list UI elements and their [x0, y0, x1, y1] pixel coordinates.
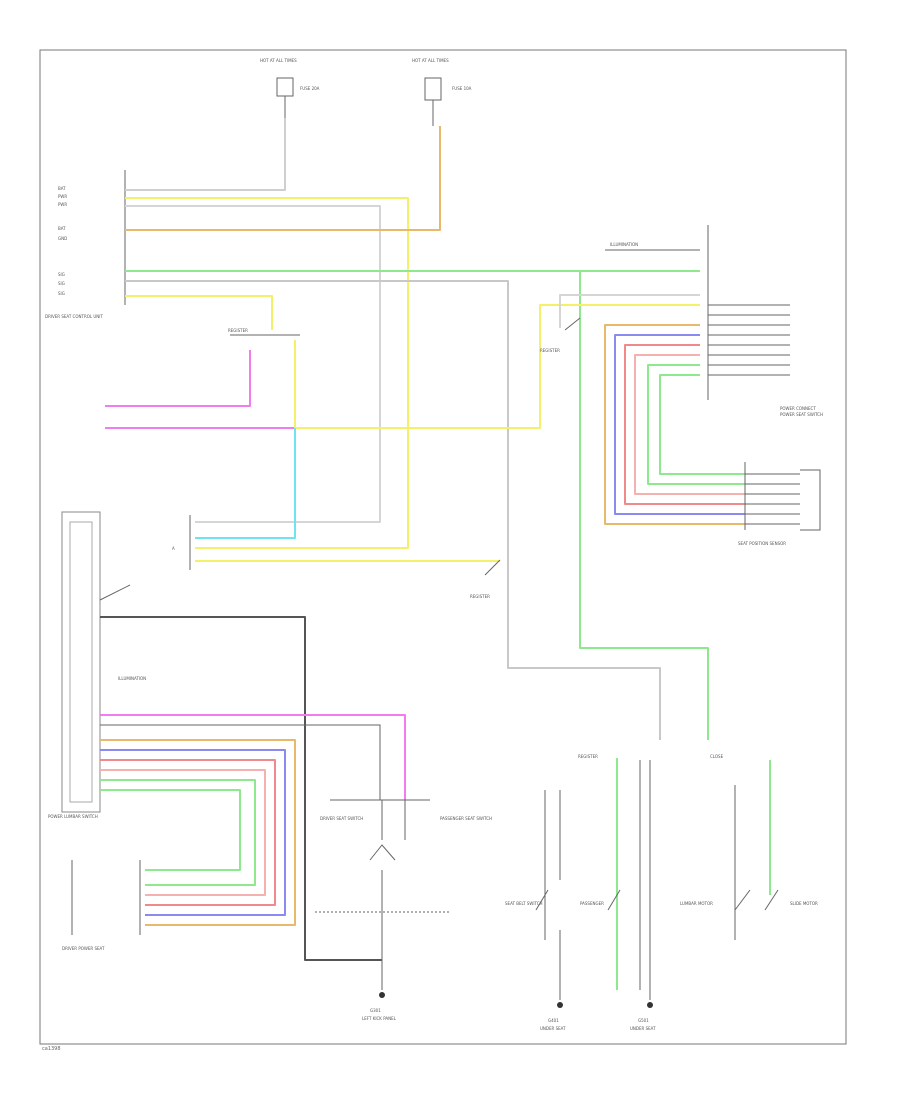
svg-text:PWR: PWR — [58, 202, 67, 207]
ground-g401 — [557, 1002, 563, 1008]
wire-bat-dark — [125, 118, 286, 191]
svg-text:DRIVER POWER SEAT: DRIVER POWER SEAT — [62, 946, 105, 951]
seat-sensor-bottom-left: DRIVER POWER SEAT — [62, 860, 141, 951]
fuse-box-right: HOT AT ALL TIMES FUSE 10A — [412, 58, 472, 126]
slide-motor: SLIDE MOTOR — [764, 889, 818, 911]
svg-text:POWER LUMBAR SWITCH: POWER LUMBAR SWITCH — [48, 814, 98, 819]
svg-text:FUSE 10A: FUSE 10A — [452, 86, 472, 91]
wire-yellow-2 — [125, 295, 273, 330]
wire-gray-1 — [125, 205, 381, 523]
wire-yellow-main — [125, 197, 409, 549]
diagram-code: ca1398 — [42, 1046, 61, 1052]
wire-dark-vertical — [100, 616, 382, 961]
wire-right-green2 — [659, 374, 745, 475]
svg-text:PASSENGER: PASSENGER — [580, 901, 604, 906]
svg-text:LUMBAR MOTOR: LUMBAR MOTOR — [680, 901, 713, 906]
wire-right-red — [624, 344, 745, 505]
svg-text:UNDER SEAT: UNDER SEAT — [540, 1026, 566, 1031]
wire-red-low — [100, 759, 276, 906]
svg-text:REGISTER: REGISTER — [470, 594, 490, 599]
wire-green-low2 — [100, 789, 241, 871]
wire-cyan — [195, 428, 296, 539]
svg-text:REGISTER: REGISTER — [540, 348, 560, 353]
svg-text:FUSE 20A: FUSE 20A — [300, 86, 320, 91]
svg-text:PWR: PWR — [58, 194, 67, 199]
lumbar-motor: LUMBAR MOTOR — [680, 889, 751, 911]
driver-seat-switch: DRIVER SEAT SWITCH PASSENGER SEAT SWITCH… — [315, 799, 492, 1021]
svg-text:SIG: SIG — [58, 281, 65, 286]
diagram-frame — [39, 49, 847, 1045]
wire-blue-low — [100, 749, 286, 916]
svg-text:PASSENGER SEAT SWITCH: PASSENGER SEAT SWITCH — [440, 816, 492, 821]
svg-text:G501: G501 — [638, 1018, 649, 1023]
power-lumbar-block: POWER LUMBAR SWITCH ILLUMINATION — [48, 511, 146, 819]
svg-text:DRIVER SEAT SWITCH: DRIVER SEAT SWITCH — [320, 816, 363, 821]
svg-text:ILLUMINATION: ILLUMINATION — [610, 242, 638, 247]
svg-text:POWER CONNECT: POWER CONNECT — [780, 406, 816, 411]
svg-text:REGISTER: REGISTER — [228, 328, 248, 333]
svg-text:LEFT KICK PANEL: LEFT KICK PANEL — [362, 1016, 397, 1021]
svg-text:HOT AT ALL TIMES: HOT AT ALL TIMES — [260, 58, 297, 63]
svg-text:SIG: SIG — [58, 272, 65, 277]
svg-text:UNDER SEAT: UNDER SEAT — [630, 1026, 656, 1031]
svg-text:SIG: SIG — [58, 291, 65, 296]
register-switch-right — [564, 317, 581, 331]
svg-text:CLOSE: CLOSE — [710, 754, 724, 759]
wire-right-blue — [614, 334, 745, 515]
wire-green-long — [125, 270, 709, 740]
svg-text:BAT: BAT — [58, 186, 66, 191]
mid-connector: A — [172, 515, 191, 570]
wire-pink-1 — [105, 350, 251, 407]
svg-text:SEAT POSITION SENSOR: SEAT POSITION SENSOR — [738, 541, 786, 546]
wire-right-green1 — [647, 364, 745, 485]
wire-right-pink — [634, 354, 745, 495]
power-connect-block: POWER CONNECT POWER SEAT SWITCH — [707, 225, 823, 417]
wire-pink-low2 — [100, 769, 266, 896]
fuse-box-left: HOT AT ALL TIMES FUSE 20A — [260, 58, 320, 118]
seat-position-sensor: SEAT POSITION SENSOR — [738, 462, 821, 546]
svg-text:ILLUMINATION: ILLUMINATION — [118, 676, 146, 681]
svg-text:REGISTER: REGISTER — [578, 754, 598, 759]
wire-orange-low — [100, 739, 296, 926]
wire-right-orange — [604, 324, 745, 525]
wire-green-low1 — [100, 779, 256, 886]
svg-text:HOT AT ALL TIMES: HOT AT ALL TIMES — [412, 58, 449, 63]
wire-pink-low — [100, 714, 406, 800]
svg-text:SEAT BELT SWITCH: SEAT BELT SWITCH — [505, 901, 543, 906]
svg-text:SLIDE MOTOR: SLIDE MOTOR — [790, 901, 818, 906]
register-switch-mid — [484, 559, 501, 576]
ground-g501 — [647, 1002, 653, 1008]
wire-gray-2 — [125, 280, 661, 740]
svg-text:BAT: BAT — [58, 226, 66, 231]
svg-text:G301: G301 — [370, 1008, 381, 1013]
wire-right-gray — [559, 294, 700, 328]
wire-orange — [125, 126, 441, 231]
passenger-switch: PASSENGER — [580, 889, 621, 911]
seat-belt-driver-switch: SEAT BELT SWITCH — [505, 889, 549, 911]
svg-text:A: A — [172, 546, 175, 551]
svg-text:POWER SEAT SWITCH: POWER SEAT SWITCH — [780, 412, 823, 417]
svg-text:G401: G401 — [548, 1018, 559, 1023]
svg-text:GND: GND — [58, 236, 67, 241]
svg-text:DRIVER SEAT CONTROL UNIT: DRIVER SEAT CONTROL UNIT — [45, 314, 103, 319]
seat-control-unit: DRIVER SEAT CONTROL UNIT BAT PWR PWR BAT… — [45, 170, 126, 319]
wire-right-yellow — [195, 304, 700, 429]
